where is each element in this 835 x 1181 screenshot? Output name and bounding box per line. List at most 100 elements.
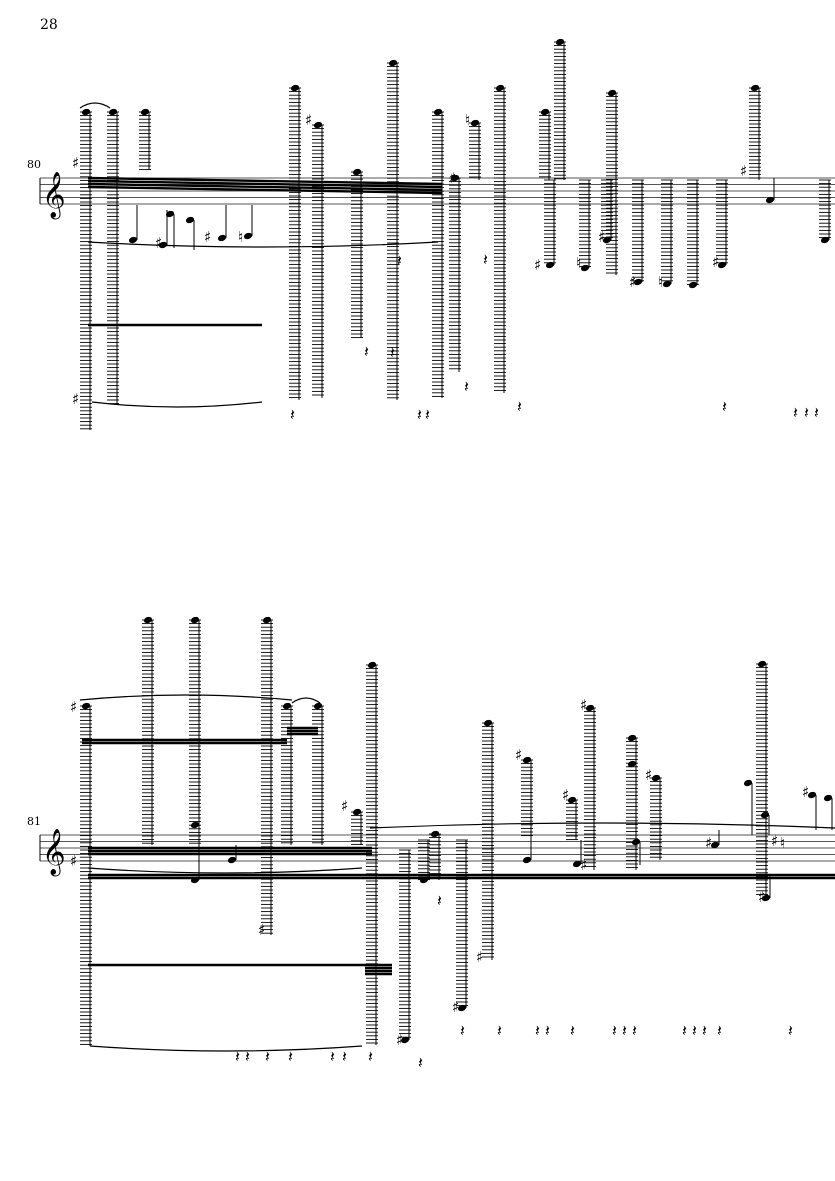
- beam-main: [87, 176, 443, 186]
- notehead: [217, 234, 227, 242]
- treble-clef: 𝄞: [42, 172, 66, 220]
- quarter-rest: 𝄽: [804, 403, 809, 422]
- notehead: [227, 856, 237, 864]
- system-81: 𝄞♯♯♯♯♯♯♯♯♯♯♯♯♯♯♯♮♯𝄽𝄽𝄽𝄽𝄽𝄽𝄽𝄽𝄽𝄽𝄽𝄽𝄽𝄽𝄽𝄽𝄽𝄽𝄽𝄽𝄽𝄽: [39, 616, 835, 1072]
- tie-mid: [87, 867, 363, 874]
- quarter-rest: 𝄽: [425, 405, 430, 424]
- notehead: [807, 791, 817, 799]
- sharp-accidental: ♯: [204, 228, 211, 246]
- notehead: [602, 236, 612, 244]
- quarter-rest: 𝄽: [793, 403, 798, 422]
- measure-number-80: 80: [27, 158, 41, 171]
- sharp-accidental: ♯: [476, 948, 483, 966]
- sharp-accidental: ♯: [802, 783, 809, 801]
- sharp-accidental: ♯: [452, 998, 459, 1016]
- tie-low: [87, 241, 439, 248]
- quarter-rest: 𝄽: [288, 1047, 293, 1066]
- quarter-rest: 𝄽: [368, 1047, 373, 1066]
- notehead: [820, 236, 830, 244]
- notehead: [627, 760, 637, 768]
- tie-top: [79, 102, 111, 109]
- page-number: 28: [40, 17, 58, 33]
- notehead: [545, 261, 555, 269]
- quarter-rest: 𝄽: [342, 1047, 347, 1066]
- quarter-rest: 𝄽: [418, 1053, 423, 1072]
- quarter-rest: 𝄽: [265, 1047, 270, 1066]
- quarter-rest: 𝄽: [235, 1047, 240, 1066]
- quarter-rest: 𝄽: [245, 1047, 250, 1066]
- quarter-rest: 𝄽: [364, 342, 369, 361]
- notehead: [743, 779, 753, 787]
- sharp-accidental: ♯: [449, 169, 456, 187]
- notehead: [823, 794, 833, 802]
- sharp-accidental: ♯: [258, 921, 265, 939]
- notehead: [165, 210, 175, 218]
- sharp-accidental: ♯: [515, 746, 522, 764]
- sharp-accidental: ♯: [598, 228, 605, 246]
- sharp-accidental: ♯: [705, 834, 712, 852]
- sharp-accidental: ♯: [396, 1031, 403, 1049]
- quarter-rest: 𝄽: [437, 891, 442, 910]
- quarter-rest: 𝄽: [692, 1021, 697, 1040]
- natural-accidental: ♮: [780, 834, 785, 852]
- sharp-accidental: ♯: [534, 256, 541, 274]
- quarter-rest: 𝄽: [702, 1021, 707, 1040]
- measure-number-81: 81: [27, 815, 41, 828]
- sharp-accidental: ♯: [712, 253, 719, 271]
- sharp-accidental: ♯: [155, 234, 162, 252]
- tie-top-2: [291, 697, 321, 704]
- tie-long: [369, 822, 835, 829]
- notehead: [717, 261, 727, 269]
- notehead: [190, 876, 200, 884]
- sharp-accidental: ♯: [305, 111, 312, 129]
- notehead: [190, 821, 200, 829]
- quarter-rest: 𝄽: [483, 250, 488, 269]
- quarter-rest: 𝄽: [682, 1021, 687, 1040]
- quarter-rest: 𝄽: [814, 403, 819, 422]
- notehead: [457, 1004, 467, 1012]
- quarter-rest: 𝄽: [717, 1021, 722, 1040]
- sharp-accidental: ♯: [341, 797, 348, 815]
- quarter-rest: 𝄽: [612, 1021, 617, 1040]
- notehead: [572, 860, 582, 868]
- notehead: [662, 280, 672, 288]
- notehead: [710, 841, 720, 849]
- quarter-rest: 𝄽: [788, 1021, 793, 1040]
- natural-accidental: ♮: [465, 111, 470, 129]
- quarter-rest: 𝄽: [290, 405, 295, 424]
- notehead: [580, 264, 590, 272]
- notehead: [765, 196, 775, 204]
- notehead: [761, 894, 771, 902]
- quarter-rest: 𝄽: [390, 343, 395, 362]
- quarter-rest: 𝄽: [464, 377, 469, 396]
- quarter-rest: 𝄽: [460, 1021, 465, 1040]
- notehead: [128, 236, 138, 244]
- tie-top: [79, 694, 293, 701]
- notehead: [243, 232, 253, 240]
- notehead: [185, 216, 195, 224]
- tie-bottom: [89, 1045, 363, 1052]
- quarter-rest: 𝄽: [622, 1021, 627, 1040]
- quarter-rest: 𝄽: [570, 1021, 575, 1040]
- notehead: [688, 281, 698, 289]
- sharp-accidental: ♯: [645, 766, 652, 784]
- sharp-accidental: ♯: [758, 888, 765, 906]
- quarter-rest: 𝄽: [397, 251, 402, 270]
- sharp-accidental: ♯: [771, 832, 778, 850]
- sharp-accidental: ♯: [70, 852, 77, 870]
- tie-bottom: [91, 401, 263, 408]
- notehead: [522, 856, 532, 864]
- natural-accidental: ♮: [576, 254, 581, 272]
- sharp-accidental: ♯: [629, 273, 636, 291]
- quarter-rest: 𝄽: [497, 1021, 502, 1040]
- sharp-accidental: ♯: [72, 390, 79, 408]
- quarter-rest: 𝄽: [517, 397, 522, 416]
- sharp-accidental: ♯: [70, 698, 77, 716]
- system-80: 𝄞♯♯♯♯♮♮♯♯♯♯♮♯♯♮♯𝄽𝄽𝄽𝄽𝄽𝄽𝄽𝄽𝄽𝄽𝄽𝄽𝄽: [39, 38, 835, 430]
- notehead: [631, 838, 641, 846]
- sharp-accidental: ♯: [72, 154, 79, 172]
- natural-accidental: ♮: [238, 228, 243, 246]
- beam-main: [87, 179, 443, 189]
- beam-main: [87, 182, 443, 192]
- treble-clef: 𝄞: [42, 829, 66, 877]
